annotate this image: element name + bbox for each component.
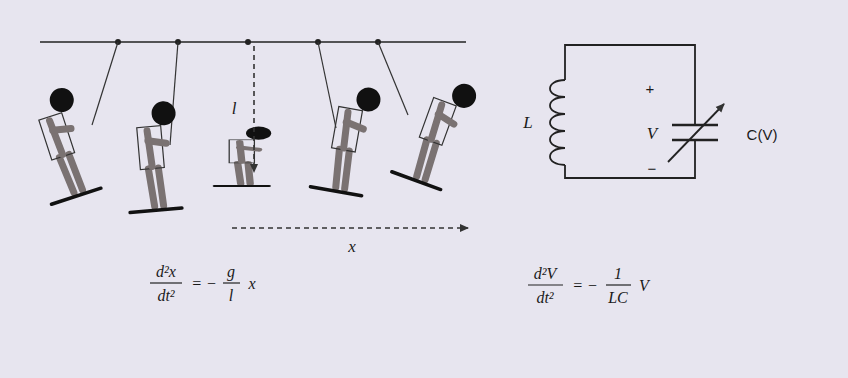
voltage-label: V [647, 125, 657, 142]
equation-denominator: dt² [536, 290, 553, 306]
equation-variable: x [248, 276, 255, 292]
pivots [115, 39, 381, 45]
capacitor-label: C(V) [747, 127, 778, 142]
length-arrow [253, 46, 255, 172]
swinger-figure [18, 85, 103, 204]
equation-operator: = − [191, 276, 217, 292]
polarity-minus: − [648, 161, 657, 176]
displacement-arrow [232, 227, 468, 229]
equation-denominator: l [229, 288, 233, 304]
equation-numerator: d²V [534, 266, 557, 282]
displacement-label: x [348, 238, 356, 255]
equation-denominator: LC [608, 290, 628, 306]
swinger-figure [392, 70, 480, 190]
inductor-coil [550, 80, 565, 165]
equation-numerator: 1 [614, 266, 622, 282]
swinger-figure [215, 127, 272, 186]
swinger-figure [310, 80, 382, 196]
inductor-label: L [523, 114, 532, 131]
variable-arrow [668, 104, 724, 162]
fraction-bars [150, 283, 631, 285]
equation-numerator: g [227, 264, 235, 280]
length-label: l [232, 100, 237, 117]
equation-operator: = − [572, 278, 598, 294]
polarity-plus: + [646, 81, 655, 96]
lc-circuit [550, 45, 724, 178]
equation-variable: V [639, 278, 649, 294]
swing-bar [40, 41, 466, 43]
equation-denominator: dt² [157, 288, 174, 304]
swinger-figure [121, 100, 184, 212]
equation-numerator: d²x [156, 264, 176, 280]
